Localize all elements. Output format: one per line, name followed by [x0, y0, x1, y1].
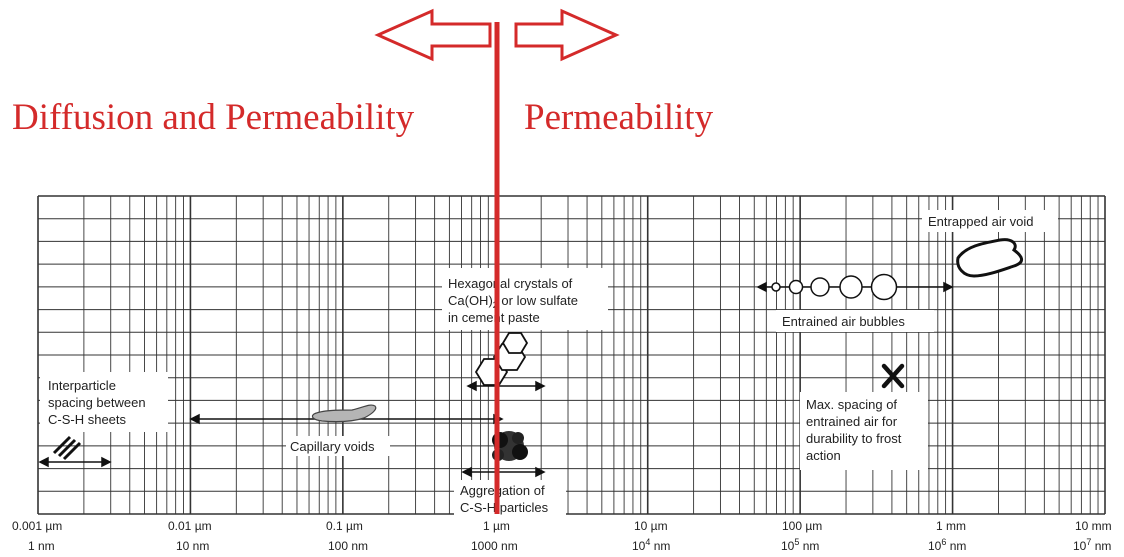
hexagonal-label-bg [442, 268, 608, 330]
aggregation-label-line2: C-S-H particles [460, 500, 549, 515]
nm-tick-4: 104 nm [632, 537, 670, 553]
max-spacing-label-line2: entrained air for [806, 414, 898, 429]
capillary-label-bg [286, 436, 390, 456]
max-spacing-label-bg [800, 392, 928, 470]
interparticle-label-line3: C-S-H sheets [48, 412, 127, 427]
aggregation-label-line1: Aggregation of [460, 483, 545, 498]
nm-tick-6: 106 nm [928, 537, 966, 553]
um-tick-4: 10 µm [634, 519, 668, 533]
right-arrow-icon [514, 8, 620, 62]
aggregation-range-arrow [461, 466, 546, 478]
nm-tick-5: 105 nm [781, 537, 819, 553]
hexagonal-label-line2: Ca(OH)2 or low sulfate [448, 293, 578, 310]
um-tick-5: 100 µm [782, 519, 822, 533]
hexagonal-crystals-icon [474, 332, 529, 386]
entrapped-label-bg [922, 210, 1058, 232]
um-tick-0: 0.001 µm [12, 519, 62, 533]
interparticle-range-arrow [38, 456, 112, 468]
entrained-label: Entrained air bubbles [782, 314, 905, 329]
nm-tick-3: 1000 nm [471, 539, 518, 553]
scale-labels: 0.001 µm 0.01 µm 0.1 µm 1 µm 10 µm 100 µ… [12, 519, 1112, 553]
entrained-air-bubbles-icon [756, 273, 954, 301]
entrapped-air-void-icon [956, 238, 1023, 278]
max-spacing-label-line1: Max. spacing of [806, 397, 897, 412]
log-grid [37, 195, 1106, 515]
max-spacing-label-line3: durability to frost [806, 431, 902, 446]
um-tick-1: 0.01 µm [168, 519, 212, 533]
entrapped-label: Entrapped air void [928, 214, 1034, 229]
capillary-label: Capillary voids [290, 439, 375, 454]
nm-tick-2: 100 nm [328, 539, 368, 553]
csh-sheets-icon [52, 435, 82, 461]
capillary-void-shape [311, 404, 377, 423]
interparticle-label-line2: spacing between [48, 395, 146, 410]
max-spacing-label-line4: action [806, 448, 841, 463]
um-tick-6: 1 mm [936, 519, 966, 533]
um-tick-7: 10 mm [1075, 519, 1112, 533]
hexagonal-label-line1: Hexagonal crystals of [448, 276, 573, 291]
interparticle-label-line1: Interparticle [48, 378, 116, 393]
nm-tick-1: 10 nm [176, 539, 209, 553]
um-tick-2: 0.1 µm [326, 519, 363, 533]
interparticle-label-bg [40, 372, 168, 432]
nm-tick-7: 107 nm [1073, 537, 1111, 553]
heading-permeability: Permeability [524, 97, 714, 138]
aggregation-label-bg [454, 480, 566, 516]
nm-tick-0: 1 nm [28, 539, 55, 553]
annotations: Interparticle spacing between C-S-H shee… [38, 210, 1058, 516]
hexagonal-label-line3: in cement paste [448, 310, 540, 325]
entrained-label-bg [776, 310, 934, 332]
heading-diffusion-permeability: Diffusion and Permeability [12, 97, 415, 138]
max-spacing-marker-icon [881, 363, 905, 389]
um-tick-3: 1 µm [483, 519, 510, 533]
left-arrow-icon [374, 8, 492, 62]
hexagonal-range-arrow [466, 380, 546, 392]
